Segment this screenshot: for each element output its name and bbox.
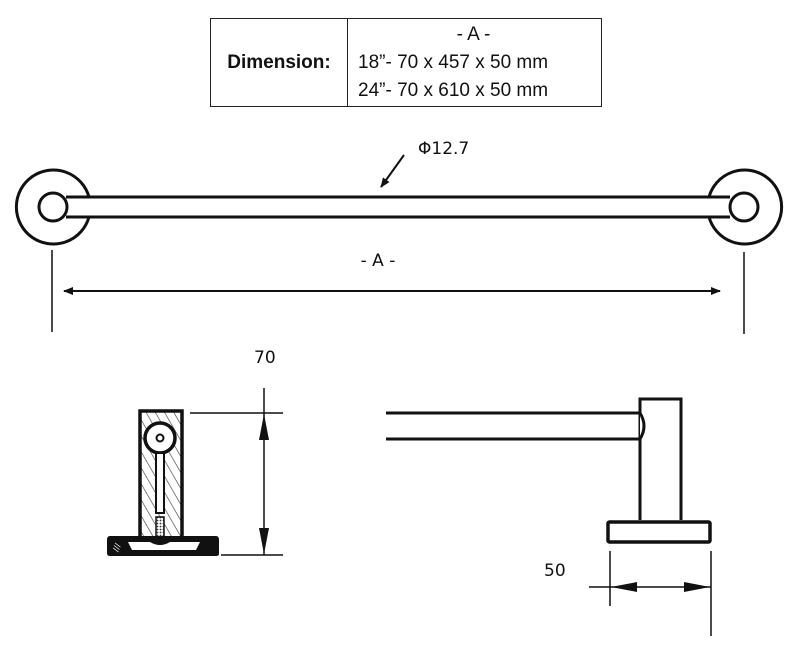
depth-arrow-left [611,582,637,592]
svg-text:///: /// [111,542,122,553]
towel-bar [66,195,730,219]
left-mount-rosette [14,168,91,246]
depth-arrow-right [684,582,710,592]
top-view: 50 [386,397,712,636]
dimension-label: Dimension: [211,19,348,106]
front-view: Φ12.7 - A - [14,139,784,334]
height-label: 70 [254,348,276,368]
height-arrow-bottom [259,528,269,554]
diameter-label: Φ12.7 [418,139,469,159]
dimension-row-24in: 24”- 70 x 610 x 50 mm [358,80,549,101]
dimension-row-18in: 18”- 70 x 457 x 50 mm [358,52,549,73]
dimension-header: - A - [456,24,491,45]
diameter-leader-arrow [380,154,405,188]
length-label: - A - [361,251,396,271]
side-section-view: /// 70 [107,348,283,556]
dimension-values: - A - 18”- 70 x 457 x 50 mm 24”- 70 x 61… [348,19,601,106]
depth-label: 50 [544,561,566,581]
height-arrow-top [259,414,269,440]
right-mount-rosette [705,168,784,246]
dimension-table: Dimension: - A - 18”- 70 x 457 x 50 mm 2… [210,18,602,107]
